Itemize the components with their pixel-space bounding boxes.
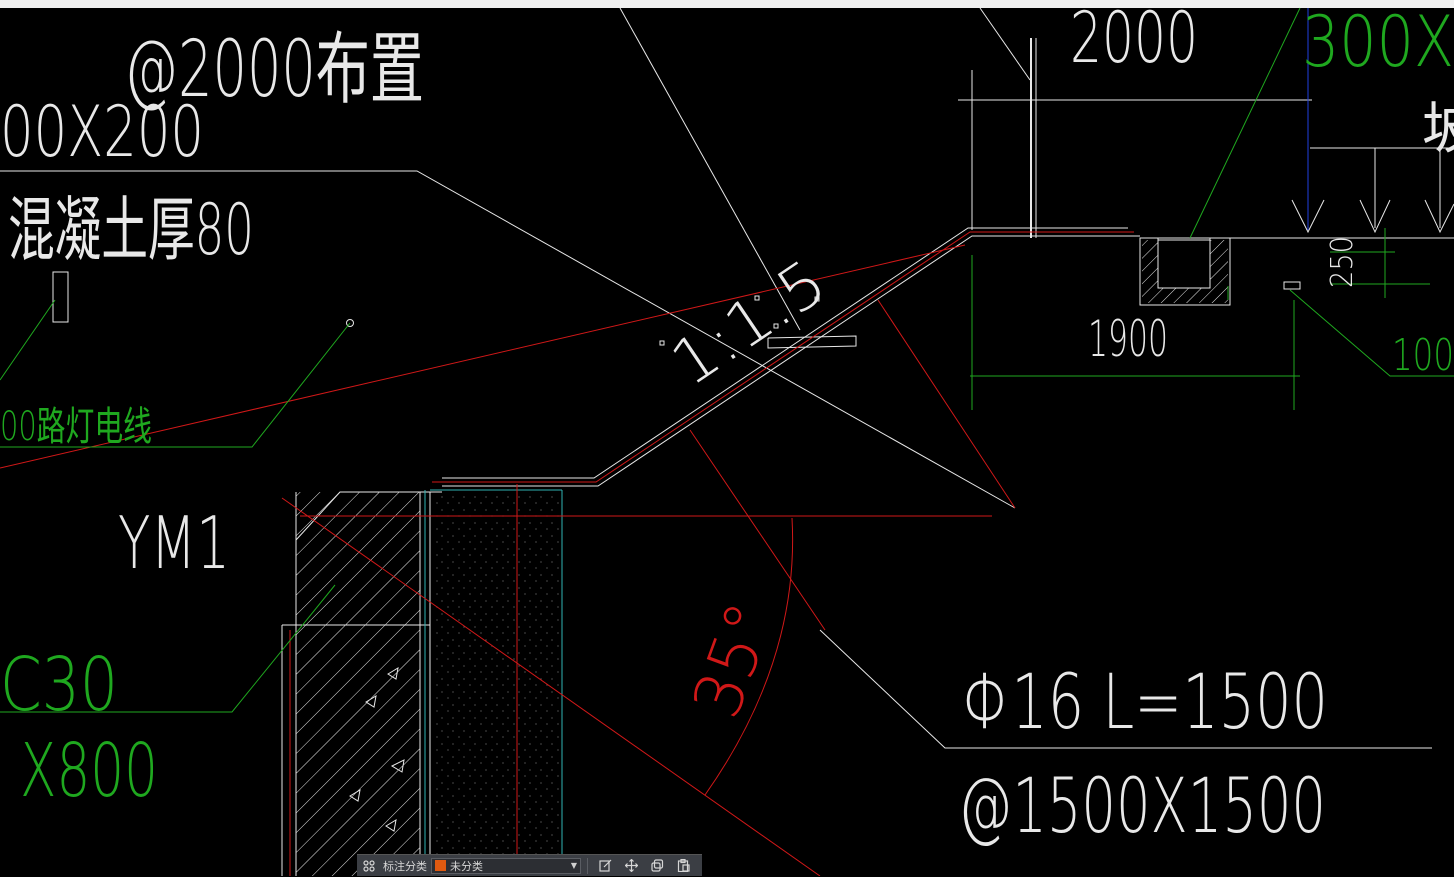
concrete-fill bbox=[432, 492, 562, 876]
dimension-2000: 2000 bbox=[1070, 0, 1198, 79]
hatched-wall bbox=[296, 492, 420, 876]
move-icon[interactable] bbox=[618, 855, 644, 877]
category-dropdown[interactable]: 未分类 ▼ bbox=[431, 857, 581, 874]
dimension-1900: 1900 bbox=[1088, 310, 1168, 368]
channel-inner bbox=[1157, 239, 1211, 289]
label-slope: 1:1.5 bbox=[658, 245, 840, 401]
toolbar-divider bbox=[587, 857, 588, 874]
paste-icon[interactable] bbox=[670, 855, 696, 877]
annotation-category-bar: 标注分类 未分类 ▼ bbox=[357, 854, 702, 876]
dimension-250: 250 bbox=[1325, 236, 1360, 288]
category-color-swatch bbox=[435, 860, 446, 871]
top-window-strip bbox=[0, 0, 1454, 8]
cyan-lines bbox=[424, 489, 563, 876]
label-x800: X800 bbox=[20, 728, 158, 814]
chevron-down-icon: ▼ bbox=[570, 861, 577, 870]
edit-icon[interactable] bbox=[592, 855, 618, 877]
label-ym1: YM1 bbox=[118, 501, 230, 585]
label-concrete-thickness: 混凝土厚80 bbox=[8, 189, 254, 271]
label-angle-35: 35° bbox=[678, 593, 790, 727]
copy-icon[interactable] bbox=[644, 855, 670, 877]
label-partial-char: 坡 bbox=[1422, 97, 1454, 162]
label-100: 100 bbox=[1392, 330, 1454, 381]
label-streetlight-cable: 00路灯电线 bbox=[0, 404, 152, 450]
triangle-marks bbox=[349, 295, 820, 832]
annotation-category-label: 标注分类 bbox=[383, 859, 427, 873]
label-rebar-length: Φ16 L=1500 bbox=[962, 657, 1328, 746]
category-selected-value: 未分类 bbox=[450, 859, 483, 873]
label-rebar-spacing: @1500X1500 bbox=[958, 761, 1326, 850]
label-300x: 300X bbox=[1302, 1, 1454, 83]
label-00x200: 00X200 bbox=[0, 91, 204, 173]
red-linework bbox=[0, 231, 1134, 876]
label-c30: C30 bbox=[0, 642, 118, 728]
green-linework bbox=[0, 7, 1454, 713]
label-spacing-2000: @2000布置 bbox=[124, 25, 424, 115]
grid-icon[interactable] bbox=[357, 855, 381, 877]
